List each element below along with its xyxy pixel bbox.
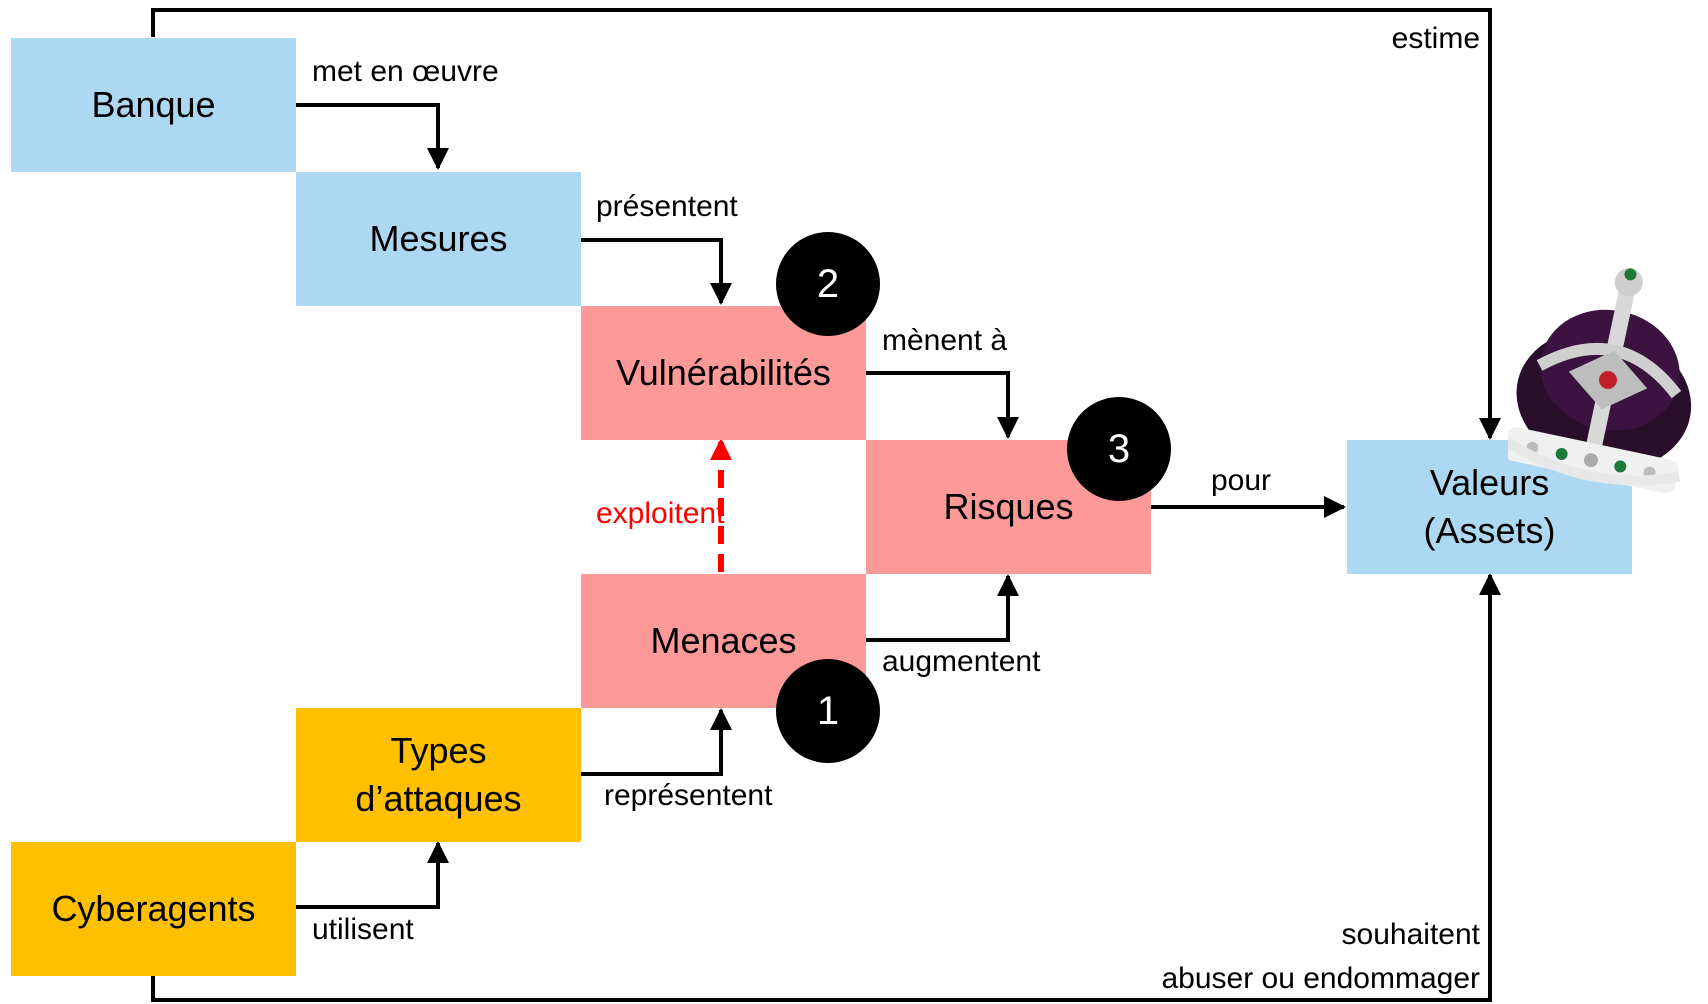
node-mesures-label: Mesures [369,218,508,259]
label-estime: estime [1391,22,1480,55]
badge-1: 1 [776,659,880,763]
edge-menent-a [866,371,1019,439]
node-valeurs-label-line1: Valeurs [1429,462,1550,503]
edge-utilisent [296,841,449,909]
badge-1-text: 1 [816,688,840,733]
label-augmentent: augmentent [882,645,1041,678]
node-types-attaques: Types d’attaques [296,708,581,842]
node-mesures: Mesures [296,172,581,306]
node-risques-label: Risques [943,486,1074,527]
edge-augmentent [866,574,1019,642]
label-pour: pour [1211,464,1272,497]
label-representent: représentent [604,779,773,812]
badge-2-text: 2 [816,261,840,306]
label-menent-a: mènent à [882,324,1008,357]
node-types-label-line2: d’attaques [355,778,522,819]
label-souhaitent: souhaitent [1341,918,1480,951]
node-banque-label: Banque [91,84,216,125]
crown-image [1508,268,1692,494]
edge-met-en-oeuvre [296,103,449,170]
label-exploitent: exploitent [596,497,725,530]
node-cyberagents-label: Cyberagents [51,888,256,929]
badge-3-text: 3 [1107,426,1131,471]
badge-2: 2 [776,232,880,336]
node-cyberagents: Cyberagents [11,842,296,976]
edge-presentent [581,238,732,305]
badge-3: 3 [1067,397,1171,501]
node-menaces-label: Menaces [650,620,797,661]
node-types-label-line1: Types [390,730,487,771]
label-utilisent: utilisent [312,913,414,946]
label-abuser-ou-endommager: abuser ou endommager [1161,962,1480,995]
node-valeurs-label-line2: (Assets) [1423,510,1556,551]
edge-estime [151,8,1501,440]
node-banque: Banque [11,38,296,172]
label-met-en-oeuvre: met en œuvre [312,55,499,88]
node-vulnerabilites-label: Vulnérabilités [616,352,831,393]
edge-representent [581,708,732,776]
label-presentent: présentent [596,190,738,223]
edge-souhaitent [151,573,1501,1002]
node-vulnerabilites: Vulnérabilités [581,306,866,440]
